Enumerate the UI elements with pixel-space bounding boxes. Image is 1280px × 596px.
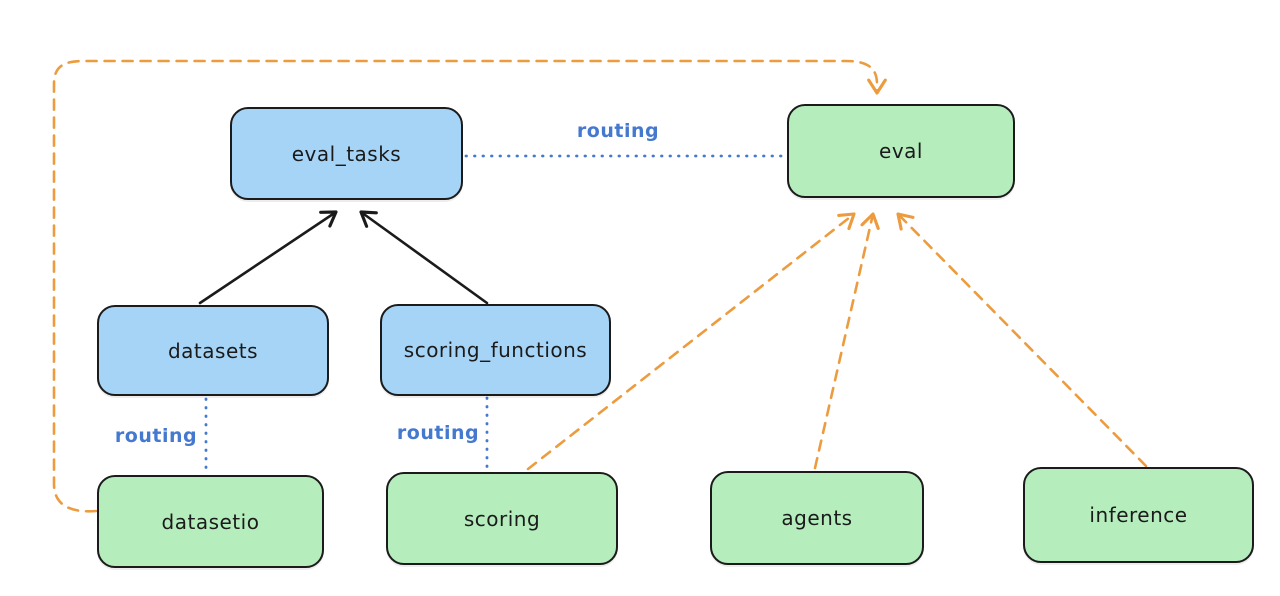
node-eval-label: eval — [879, 139, 923, 163]
node-datasetio-label: datasetio — [161, 509, 260, 534]
node-eval-tasks: eval_tasks — [230, 107, 463, 200]
node-scoring-functions-label: scoring_functions — [403, 338, 588, 362]
node-agents-label: agents — [781, 506, 853, 530]
node-datasets: datasets — [97, 305, 329, 396]
node-datasetio: datasetio — [97, 475, 324, 568]
edge-inference-to-eval — [896, 212, 1148, 468]
edge-datasets-to-eval-tasks — [198, 210, 338, 305]
node-eval-tasks-label: eval_tasks — [291, 141, 402, 166]
edge-scoring-functions-to-eval-tasks — [359, 210, 489, 305]
node-agents: agents — [710, 471, 924, 565]
edge-label-routing-datasets-datasetio: routing — [114, 425, 198, 447]
node-inference-label: inference — [1089, 503, 1188, 527]
edge-agents-to-eval — [813, 212, 880, 470]
node-inference: inference — [1023, 467, 1254, 563]
edge-label-routing-eval-tasks-eval: routing — [576, 120, 660, 142]
node-scoring: scoring — [386, 472, 618, 565]
edge-label-routing-scoring-functions-scoring: routing — [396, 422, 480, 444]
node-datasets-label: datasets — [167, 338, 259, 363]
node-scoring-functions: scoring_functions — [380, 304, 611, 396]
node-eval: eval — [787, 104, 1015, 198]
node-scoring-label: scoring — [463, 506, 541, 531]
